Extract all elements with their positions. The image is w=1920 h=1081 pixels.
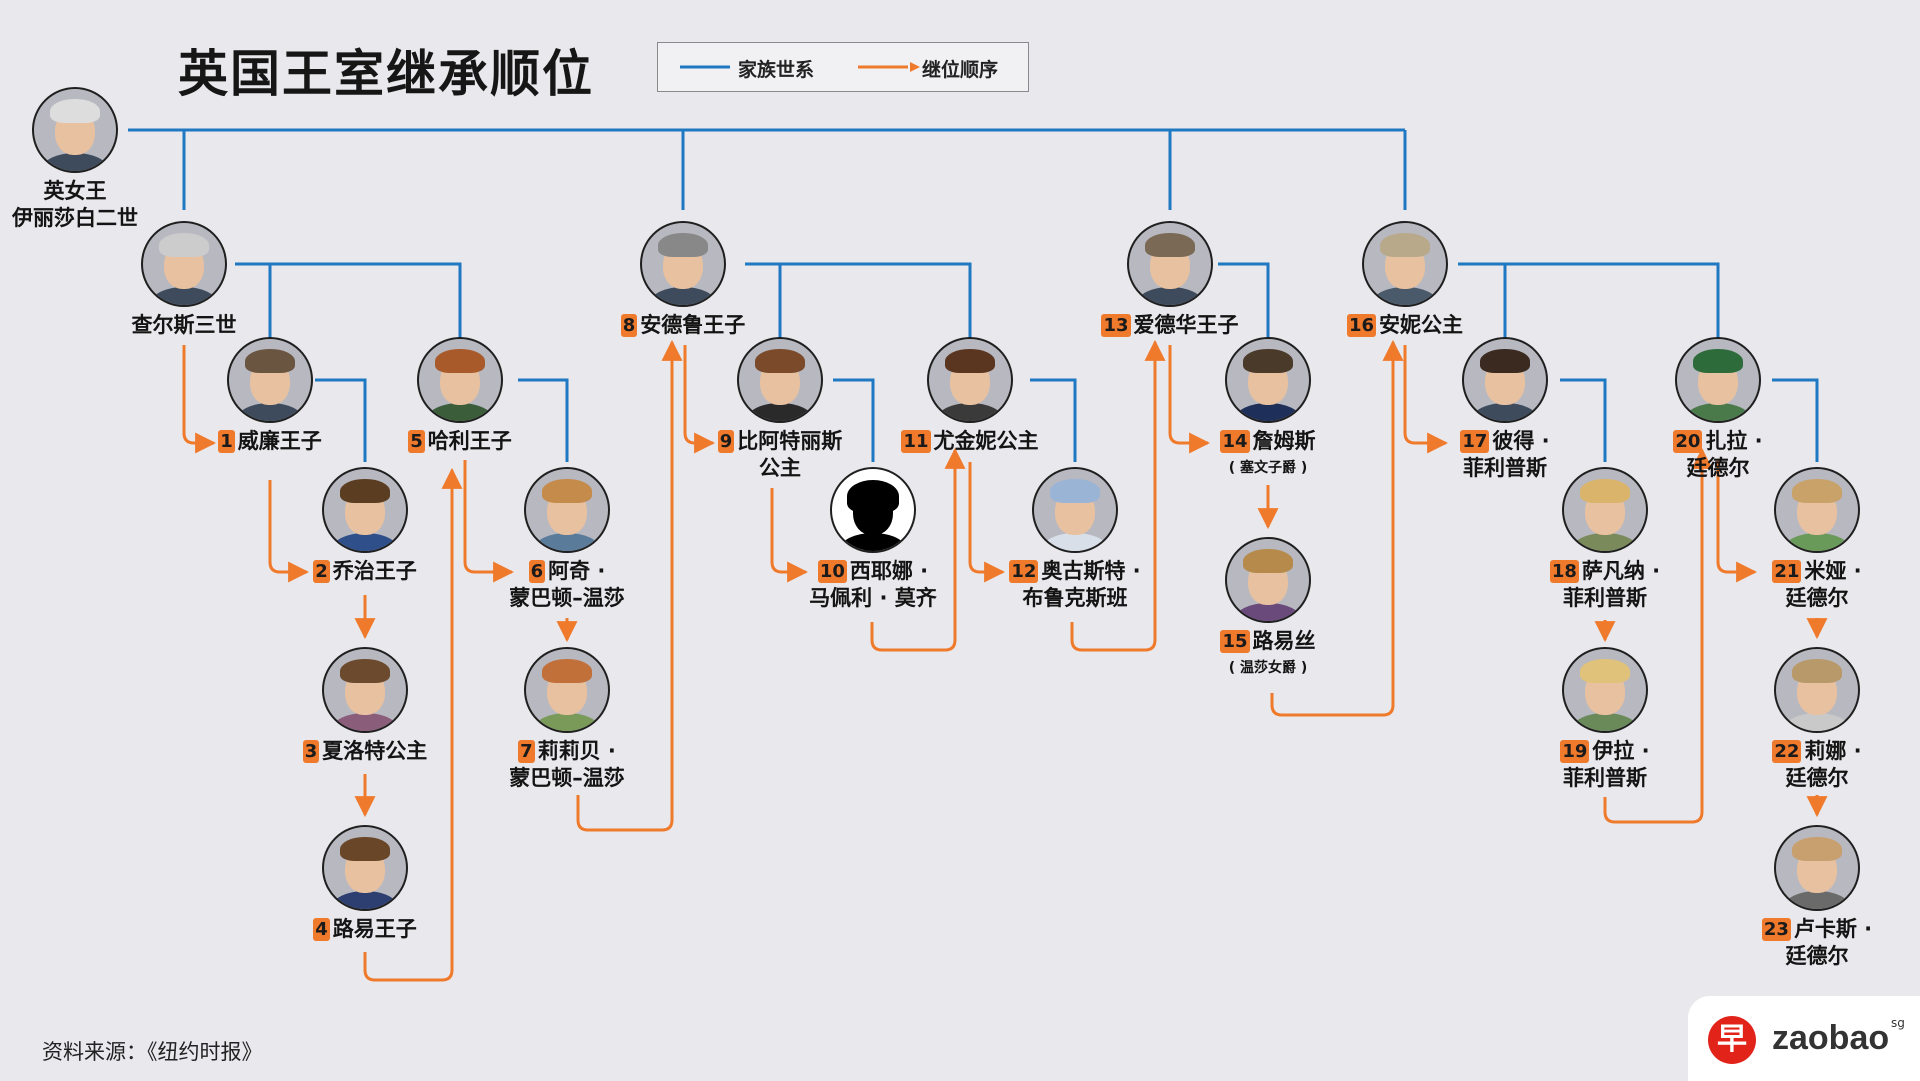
zaobao-logo[interactable]: 早 zaobao sg (1688, 996, 1920, 1081)
portrait-zara (1675, 337, 1761, 423)
rank-badge: 8 (621, 314, 638, 337)
portrait-lilibet (524, 647, 610, 733)
person-label: 查尔斯三世 (109, 312, 259, 339)
rank-badge: 4 (313, 918, 330, 941)
portrait-louise (1225, 537, 1311, 623)
logo-text: zaobao (1772, 1019, 1889, 1058)
logo-mark-icon: 早 (1708, 1016, 1756, 1064)
rank-badge: 17 (1460, 430, 1489, 453)
portrait-charles (141, 221, 227, 307)
portrait-mia (1774, 467, 1860, 553)
rank-badge: 16 (1347, 314, 1376, 337)
portrait-silhouette (830, 467, 916, 553)
rank-badge: 18 (1550, 560, 1579, 583)
portrait-harry (417, 337, 503, 423)
rank-badge: 23 (1762, 918, 1791, 941)
portrait-archie (524, 467, 610, 553)
portrait-beatrice (737, 337, 823, 423)
portrait-anne (1362, 221, 1448, 307)
portrait-charlotte (322, 647, 408, 733)
portrait-lena (1774, 647, 1860, 733)
rank-badge: 9 (718, 430, 735, 453)
rank-badge: 11 (901, 430, 930, 453)
portrait-edward (1127, 221, 1213, 307)
rank-badge: 3 (303, 740, 320, 763)
rank-badge: 15 (1220, 630, 1249, 653)
portrait-george (322, 467, 408, 553)
rank-badge: 12 (1009, 560, 1038, 583)
portrait-isla (1562, 647, 1648, 733)
person-label: 英女王 伊丽莎白二世 (0, 178, 150, 232)
portrait-andrew (640, 221, 726, 307)
rank-badge: 5 (408, 430, 425, 453)
logo-suffix: sg (1891, 1016, 1905, 1030)
portrait-savannah (1562, 467, 1648, 553)
rank-badge: 20 (1673, 430, 1702, 453)
rank-badge: 7 (518, 740, 535, 763)
portrait-peter (1462, 337, 1548, 423)
rank-badge: 14 (1220, 430, 1249, 453)
rank-badge: 2 (313, 560, 330, 583)
rank-badge: 21 (1772, 560, 1801, 583)
source-note: 资料来源：《纽约时报》 (42, 1036, 263, 1066)
rank-badge: 1 (218, 430, 235, 453)
rank-badge: 6 (529, 560, 546, 583)
portrait-lucas (1774, 825, 1860, 911)
portrait-eugenie (927, 337, 1013, 423)
portrait-william (227, 337, 313, 423)
portrait-louis (322, 825, 408, 911)
rank-badge: 22 (1772, 740, 1801, 763)
portrait-james (1225, 337, 1311, 423)
rank-badge: 19 (1560, 740, 1589, 763)
rank-badge: 13 (1101, 314, 1130, 337)
portrait-queen (32, 87, 118, 173)
rank-badge: 10 (818, 560, 847, 583)
portrait-august (1032, 467, 1118, 553)
